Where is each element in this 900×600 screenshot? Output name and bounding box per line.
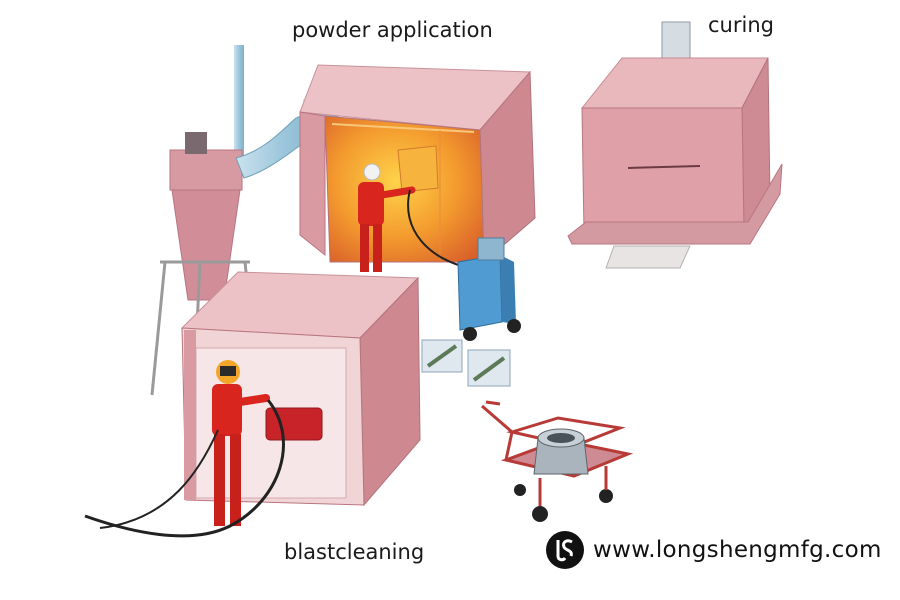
blast-hose: [84, 399, 285, 538]
workpiece-blasting: [265, 407, 323, 441]
longsheng-logo-icon: [546, 531, 584, 569]
powder-containers: [421, 339, 511, 387]
watermark-url: www.longshengmfg.com: [593, 537, 882, 563]
powder-application-label: powder application: [292, 18, 493, 42]
painter-worker: [358, 163, 416, 272]
curing-oven: [567, 21, 783, 269]
powder-gun-hose: [407, 189, 471, 269]
watermark: www.longshengmfg.com: [545, 528, 882, 572]
cylindrical-workpiece: [533, 428, 589, 475]
blastcleaning-label: blastcleaning: [284, 540, 425, 564]
workpiece-painted: [397, 145, 439, 193]
curing-label: curing: [708, 13, 774, 37]
powder-control-unit: [457, 237, 521, 341]
blaster-worker: [212, 360, 270, 526]
